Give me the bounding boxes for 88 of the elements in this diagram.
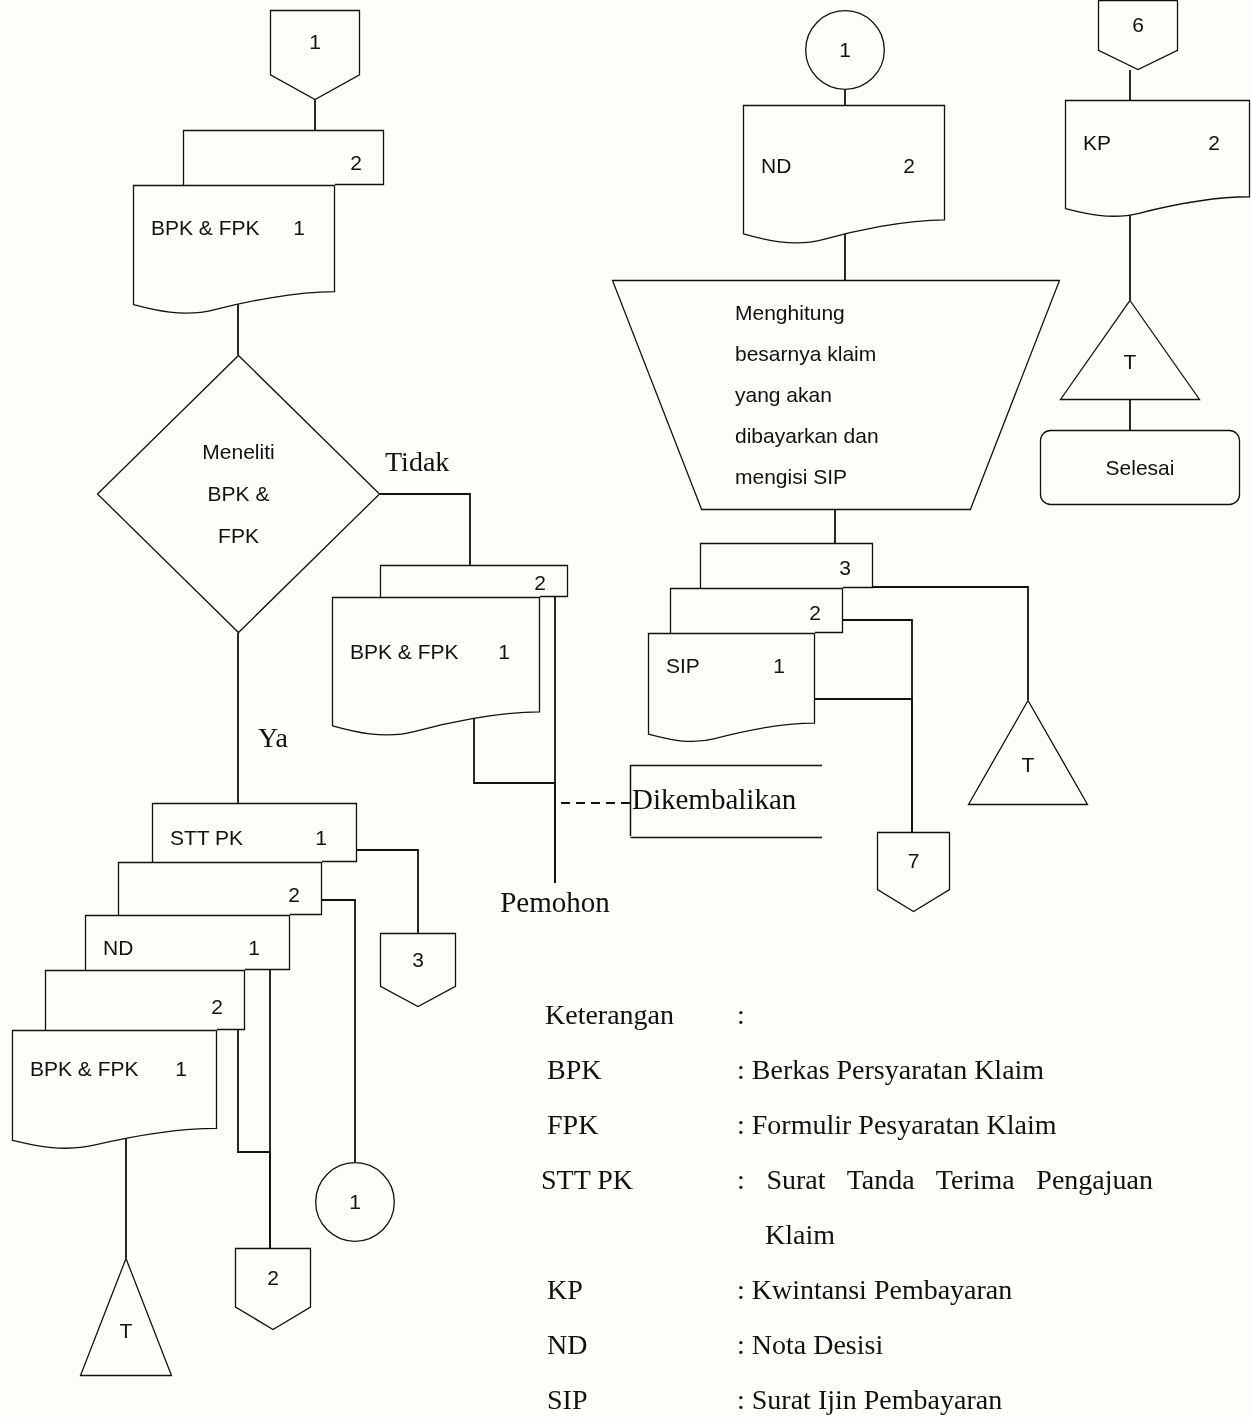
stacked-document-shape xyxy=(152,803,357,862)
connector-line xyxy=(356,849,419,934)
connector-line xyxy=(321,899,356,1163)
annotation-bracket xyxy=(630,765,822,838)
connector-line xyxy=(379,493,471,566)
node-label: ND xyxy=(761,153,792,179)
node-label: 1 xyxy=(248,935,260,961)
document-shape xyxy=(12,1030,217,1150)
stacked-document-shape xyxy=(380,565,568,597)
node-label: 2 xyxy=(809,600,821,626)
connector-line xyxy=(834,509,836,544)
archive-triangle xyxy=(1060,300,1200,400)
node-label: 2 xyxy=(534,570,546,596)
node-label: 2 xyxy=(266,1264,280,1290)
node-label: 1 xyxy=(773,653,785,679)
connector-line xyxy=(1129,69,1131,101)
connector-line xyxy=(872,586,1029,701)
document-shape xyxy=(1065,100,1250,218)
connector-line xyxy=(237,1029,271,1249)
node-label: 7 xyxy=(906,847,921,873)
off-page-connector xyxy=(1098,0,1178,70)
node-label: STT PK xyxy=(170,825,244,851)
node-label: BPK & FPK xyxy=(151,215,260,241)
node-label: 1 xyxy=(838,37,852,63)
stacked-document-shape xyxy=(700,543,873,588)
legend-term: ND xyxy=(547,1328,588,1362)
node-label: 1 xyxy=(308,29,322,55)
connector-line xyxy=(237,632,239,804)
node-label: Dikembalikan xyxy=(632,781,797,817)
connector-line xyxy=(844,89,846,106)
node-label: 3 xyxy=(411,946,425,972)
off-page-connector xyxy=(877,832,950,912)
legend-term: FPK xyxy=(547,1108,599,1142)
legend-term: BPK xyxy=(547,1053,602,1087)
connector-line xyxy=(314,99,316,131)
node-label: T xyxy=(1020,752,1036,778)
node-label: BPK & FPK xyxy=(30,1056,139,1082)
node-label: 1 xyxy=(293,215,305,241)
archive-triangle xyxy=(968,700,1088,805)
legend-term: SIP xyxy=(547,1383,588,1417)
node-label: Pemohon xyxy=(499,885,611,920)
legend-term: STT PK xyxy=(541,1163,634,1197)
node-label: 1 xyxy=(348,1189,362,1215)
document-shape xyxy=(743,105,945,245)
node-label: ND xyxy=(103,935,134,961)
node-label: 2 xyxy=(288,882,300,908)
connector-circle xyxy=(805,10,885,90)
node-label: 3 xyxy=(839,555,851,581)
node-label: 6 xyxy=(1131,12,1145,38)
node-label: 2 xyxy=(1208,130,1220,156)
node-label: 1 xyxy=(175,1056,187,1082)
off-page-connector xyxy=(380,933,456,1007)
stacked-document-shape xyxy=(183,130,384,185)
legend-definition: : Berkas Persyaratan Klaim xyxy=(737,1053,1045,1087)
stacked-document-shape xyxy=(118,862,322,915)
legend-definition: : Surat Tanda Terima Pengajuan Klaim xyxy=(737,1163,1153,1252)
node-label: 2 xyxy=(211,994,223,1020)
node-label: 2 xyxy=(903,153,915,179)
connector-line xyxy=(1129,399,1131,431)
terminator-shape xyxy=(1040,430,1240,505)
legend-definition: : xyxy=(737,998,745,1032)
node-label: Meneliti BPK & FPK xyxy=(201,439,276,549)
node-label: 2 xyxy=(350,150,362,176)
node-label: Menghitung besarnya klaim yang akan dibayarkan dan mengisi SIP xyxy=(735,300,880,490)
stacked-document-shape xyxy=(670,588,843,633)
off-page-connector xyxy=(235,1248,311,1330)
node-label: Selesai xyxy=(1104,454,1176,480)
node-label: SIP xyxy=(666,653,700,679)
legend-definition: : Nota Desisi xyxy=(737,1328,884,1362)
connector-circle xyxy=(315,1162,395,1242)
legend-term: KP xyxy=(547,1273,583,1307)
stacked-document-shape xyxy=(85,915,290,970)
archive-triangle xyxy=(80,1258,172,1376)
stacked-document-shape xyxy=(45,970,245,1030)
manual-operation-trapezoid xyxy=(612,280,1060,510)
node-label: T xyxy=(1122,349,1138,375)
node-label: T xyxy=(118,1318,134,1344)
node-label: KP xyxy=(1083,130,1111,156)
legend-definition: : Surat Ijin Pembayaran xyxy=(737,1383,1003,1417)
decision-diamond xyxy=(97,355,380,633)
node-label: 1 xyxy=(498,639,510,665)
node-label: BPK & FPK xyxy=(350,639,459,665)
legend-term: Keterangan xyxy=(545,998,675,1032)
node-label: 1 xyxy=(315,825,327,851)
legend-definition: : Kwintansi Pembayaran xyxy=(737,1273,1013,1307)
off-page-connector xyxy=(270,10,360,100)
connector-line xyxy=(814,698,913,833)
legend-definition: : Formulir Pesyaratan Klaim xyxy=(737,1108,1057,1142)
